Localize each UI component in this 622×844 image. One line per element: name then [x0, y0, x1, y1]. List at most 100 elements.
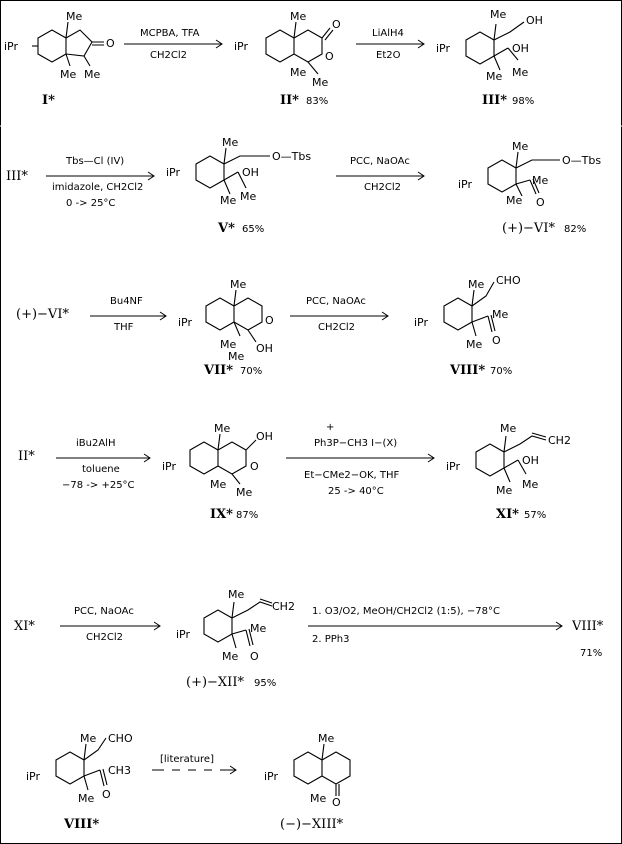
- me-label: Me: [496, 484, 512, 497]
- reagent-top: 1. O3/O2, MeOH/CH2Cl2 (1:5), −78°C: [312, 606, 500, 617]
- reagent-bottom: Et−CMe2−OK, THF: [304, 470, 400, 481]
- compound-VIII: Me CHO Me O iPr Me VIII* 70%: [414, 274, 521, 378]
- me-label: Me: [500, 422, 516, 435]
- ipr-label: iPr: [178, 316, 192, 329]
- ipr-label: iPr: [264, 770, 278, 783]
- reagent-bottom-2: −78 -> +25°C: [62, 480, 135, 491]
- compound-label: II*: [280, 93, 299, 108]
- o-label: O: [106, 37, 115, 50]
- ipr-label: iPr: [162, 460, 176, 473]
- oh-label: OH: [242, 166, 259, 179]
- me-label: Me: [236, 486, 252, 499]
- compound-XII: Me CH2 Me O iPr Me (+)−XII* 95%: [176, 588, 295, 690]
- oh-label: OH: [512, 42, 529, 55]
- yield: 70%: [240, 366, 262, 377]
- me-label: Me: [222, 650, 238, 663]
- ipr-label: iPr: [176, 628, 190, 641]
- reagent-bottom: imidazole, CH2Cl2: [52, 182, 143, 193]
- me-label: Me: [290, 10, 306, 23]
- compound-label: XI*: [496, 507, 519, 522]
- reagent-bottom: CH2Cl2: [150, 50, 187, 61]
- arrow-2-1: Tbs—Cl (IV) imidazole, CH2Cl2 0 -> 25°C: [46, 156, 155, 209]
- o-label: O: [536, 196, 545, 209]
- me-label: Me: [230, 278, 246, 291]
- ipr-label: iPr: [436, 42, 450, 55]
- cho-label: CHO: [496, 274, 521, 287]
- arrow-1-1: MCPBA, TFA CH2Cl2: [124, 28, 223, 61]
- arrow-1-2: LiAlH4 Et2O: [356, 28, 425, 61]
- oh-label: OH: [256, 430, 273, 443]
- compound-label: (+)−XII*: [186, 675, 244, 690]
- reagent-top: PCC, NaOAc: [74, 606, 134, 617]
- me-label: Me: [492, 308, 508, 321]
- me-label: Me: [240, 190, 256, 203]
- compound-label: I*: [42, 93, 55, 108]
- reagent-bottom: THF: [113, 322, 134, 333]
- cho-label: CHO: [108, 732, 133, 745]
- me-label: Me: [220, 194, 236, 207]
- me-label: Me: [532, 174, 548, 187]
- me-label: Me: [312, 76, 328, 89]
- compound-II: Me O O iPr Me Me II* 83%: [234, 10, 341, 108]
- reagent-bottom: 2. PPh3: [312, 634, 349, 645]
- me-label: Me: [78, 792, 94, 805]
- reagent-top: Bu4NF: [110, 296, 143, 307]
- o-label: O: [332, 18, 341, 31]
- compound-label: III*: [482, 93, 507, 108]
- compound-label: (+)−VI*: [502, 221, 555, 236]
- ipr-label: iPr: [234, 40, 248, 53]
- me-label: Me: [66, 10, 82, 23]
- ipr-label: iPr: [4, 40, 18, 53]
- me-label: Me: [84, 68, 100, 81]
- me-label: Me: [60, 68, 76, 81]
- otbs-label: O—Tbs: [272, 150, 311, 163]
- arrow-4-2: + Ph3P−CH3 I−(X) Et−CMe2−OK, THF 25 -> 4…: [286, 422, 435, 497]
- yield: 95%: [254, 678, 276, 689]
- arrow-2-2: PCC, NaOAc CH2Cl2: [336, 156, 425, 193]
- reagent-bottom-2: 25 -> 40°C: [328, 486, 384, 497]
- o-label: O: [250, 650, 259, 663]
- compound-label: VIII*: [449, 363, 485, 378]
- me-label: Me: [522, 478, 538, 491]
- ipr-label: iPr: [446, 460, 460, 473]
- me-label: Me: [468, 278, 484, 291]
- compound-label: II*: [18, 449, 35, 464]
- compound-VIII-final-row: Me CHO CH3 O iPr Me VIII*: [26, 732, 133, 832]
- me-label: Me: [512, 66, 528, 79]
- me-label: Me: [466, 338, 482, 351]
- compound-label: VIII*: [571, 619, 604, 634]
- yield: 87%: [236, 510, 258, 521]
- compound-label: (+)−VI*: [16, 307, 69, 322]
- yield: 83%: [306, 96, 328, 107]
- phosphonium-charge: +: [326, 422, 334, 433]
- me-label: Me: [228, 588, 244, 601]
- compound-VI: Me O—Tbs Me O iPr Me (+)−VI* 82%: [458, 140, 601, 236]
- arrow-3-1: Bu4NF THF: [90, 296, 167, 333]
- reagent-bottom: CH2Cl2: [318, 322, 355, 333]
- me-label: Me: [318, 732, 334, 745]
- me-label: Me: [310, 792, 326, 805]
- me-label: Me: [506, 194, 522, 207]
- o-label: O: [102, 788, 111, 801]
- me-label: Me: [222, 136, 238, 149]
- ipr-label: iPr: [414, 316, 428, 329]
- reagent-bottom: CH2Cl2: [364, 182, 401, 193]
- arrow-4-1: iBu2AlH toluene −78 -> +25°C: [56, 438, 151, 491]
- yield: 98%: [512, 96, 534, 107]
- ch2-label: CH2: [548, 434, 571, 447]
- me-label: Me: [228, 350, 244, 363]
- compound-label: III*: [6, 169, 28, 184]
- compound-XIII: Me iPr Me O (−)−XIII*: [264, 732, 351, 832]
- me-label: Me: [290, 66, 306, 79]
- compound-V: Me O—Tbs OH iPr Me Me V* 65%: [166, 136, 311, 236]
- o-label: O: [265, 314, 274, 327]
- compound-VII: Me O OH iPr Me Me VII* 70%: [178, 278, 274, 378]
- me-label: Me: [80, 732, 96, 745]
- arrow-3-2: PCC, NaOAc CH2Cl2: [290, 296, 389, 333]
- compound-label: IX*: [210, 507, 233, 522]
- otbs-label: O—Tbs: [562, 154, 601, 167]
- me-label: Me: [250, 622, 266, 635]
- reagent-top: PCC, NaOAc: [350, 156, 410, 167]
- me-label: Me: [220, 338, 236, 351]
